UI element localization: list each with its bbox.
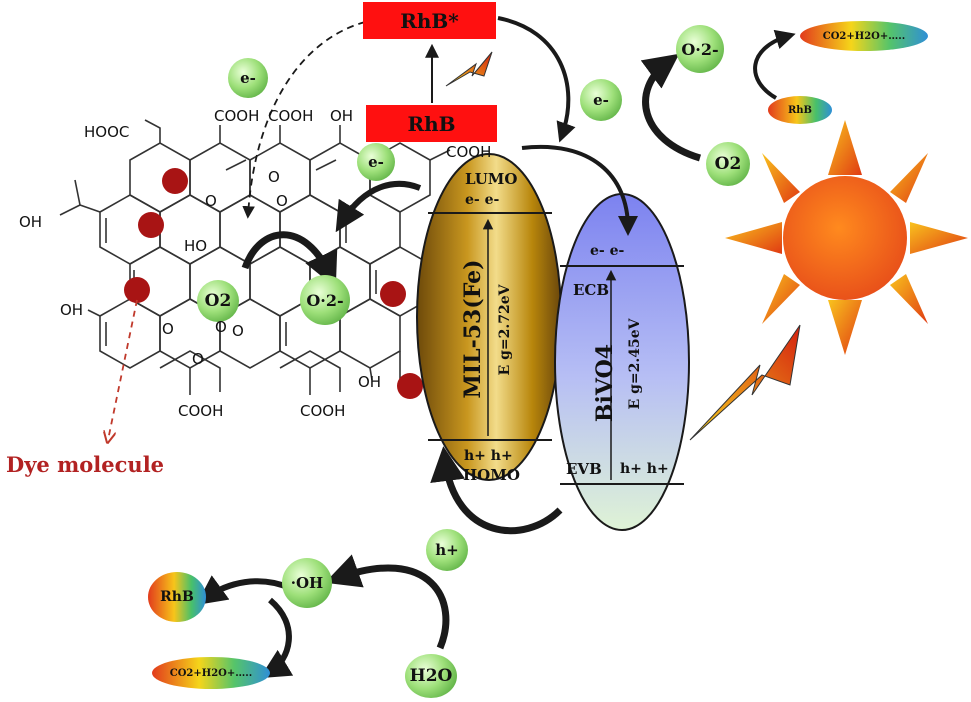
dye-dot [397, 373, 423, 399]
ho-group: HO [184, 237, 208, 255]
water-ball: H2O [405, 654, 457, 698]
cooh-group: COOH [446, 143, 492, 161]
rhb-excited-box: RhB* [363, 2, 496, 39]
electron-ball: e- [228, 58, 268, 98]
hydroxyl-ball: ·OH [282, 558, 332, 608]
sun-icon [725, 120, 968, 355]
lumo-to-go-arrow [335, 180, 422, 233]
superoxide-ball: O·2- [676, 25, 724, 73]
top-degradation-arrow [753, 29, 796, 100]
epoxy-o: O [276, 192, 288, 210]
lightning-icon [445, 51, 493, 87]
hooc-group: HOOC [84, 123, 130, 141]
epoxy-o: O [205, 192, 217, 210]
rhb-pill: RhB [768, 96, 832, 124]
dye-dot [124, 277, 150, 303]
rhb-to-lumo-arrow [497, 16, 576, 143]
arrows [196, 16, 796, 679]
cooh-group: COOH [268, 107, 314, 125]
superoxide-ball: O·2- [300, 275, 350, 325]
electron-transfer-dashed-arrow [242, 21, 366, 219]
oxygen-ball: O2 [706, 142, 750, 186]
bottom-degradation-arrow [259, 597, 294, 679]
epoxy-o: O [162, 320, 174, 338]
ecb-label: ECB [573, 281, 610, 299]
mil53fe-label: MIL-53(Fe) [460, 259, 486, 399]
oxygen-ball: O2 [197, 280, 239, 322]
oh-group: OH [330, 107, 354, 125]
hole-ball: h+ [426, 529, 468, 571]
oh-group: OH [358, 373, 382, 391]
rhb-ground-box: RhB [366, 105, 497, 142]
oh-group: OH [19, 213, 43, 231]
dye-pointer-arrow [108, 299, 138, 440]
go-o2-reduction-arrow [241, 231, 338, 288]
electron-ball: e- [357, 143, 395, 181]
bivo-gap-label: E g=2.45eV [627, 318, 643, 410]
mil-holes: h+ h+ [464, 448, 513, 464]
oh-group: OH [60, 301, 84, 319]
electron-ball: e- [580, 79, 622, 121]
cooh-group: COOH [178, 402, 224, 420]
epoxy-o: O [232, 322, 244, 340]
mil-electrons: e- e- [465, 192, 500, 208]
lumo-to-cb-arrow [521, 144, 638, 236]
dye-molecule-label: Dye molecule [6, 452, 165, 477]
epoxy-o: O [268, 168, 280, 186]
epoxy-o: O [192, 350, 204, 368]
homo-label: HOMO [463, 466, 520, 484]
top-o2-reduction-arrow [640, 53, 702, 162]
bivo4-label: BiVO4 [592, 343, 618, 423]
bivo-holes: h+ h+ [620, 461, 669, 477]
evb-label: EVB [566, 460, 602, 478]
cooh-group: COOH [214, 107, 260, 125]
bivo-electrons: e- e- [590, 243, 625, 259]
products-pill: CO2+H2O+….. [152, 657, 270, 689]
cooh-group: COOH [300, 402, 346, 420]
epoxy-o: O [215, 318, 227, 336]
bottom-oxidation-arrow [196, 575, 292, 606]
products-pill: CO2+H2O+….. [800, 21, 928, 51]
lightning-icon-large [689, 324, 801, 441]
lumo-label: LUMO [465, 170, 518, 188]
dye-dots [124, 168, 423, 399]
vb-to-homo-arrow [430, 446, 563, 535]
dye-dot [138, 212, 164, 238]
mil-gap-label: E g=2.72eV [497, 284, 513, 376]
dye-dot [162, 168, 188, 194]
rhb-pill: RhB [148, 572, 206, 622]
water-oxidation-arrow [324, 554, 450, 650]
dye-dot [380, 281, 406, 307]
